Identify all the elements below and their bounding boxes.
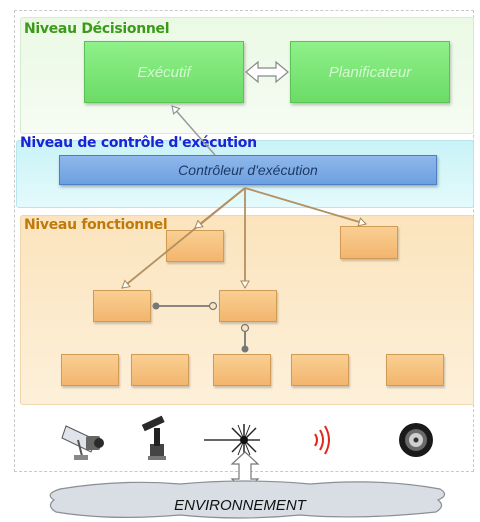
module-box [340, 226, 398, 259]
module-box [291, 354, 349, 386]
module-box [219, 290, 277, 322]
planner-label: Planificateur [328, 63, 412, 81]
module-box [166, 230, 224, 262]
execution-controller-box: Contrôleur d'exécution [59, 155, 437, 185]
module-box [61, 354, 119, 386]
executive-box: Exécutif [84, 41, 244, 103]
functional-level-label: Niveau fonctionnel [24, 217, 168, 233]
control-level-label: Niveau de contrôle d'exécution [20, 135, 257, 151]
module-box [213, 354, 271, 386]
module-box [386, 354, 444, 386]
environment-label: ENVIRONNEMENT [174, 497, 306, 514]
planner-box: Planificateur [290, 41, 450, 103]
execution-controller-label: Contrôleur d'exécution [178, 162, 318, 178]
module-box [93, 290, 151, 322]
executive-label: Exécutif [137, 63, 191, 81]
module-box [131, 354, 189, 386]
decisional-level-label: Niveau Décisionnel [24, 21, 170, 37]
